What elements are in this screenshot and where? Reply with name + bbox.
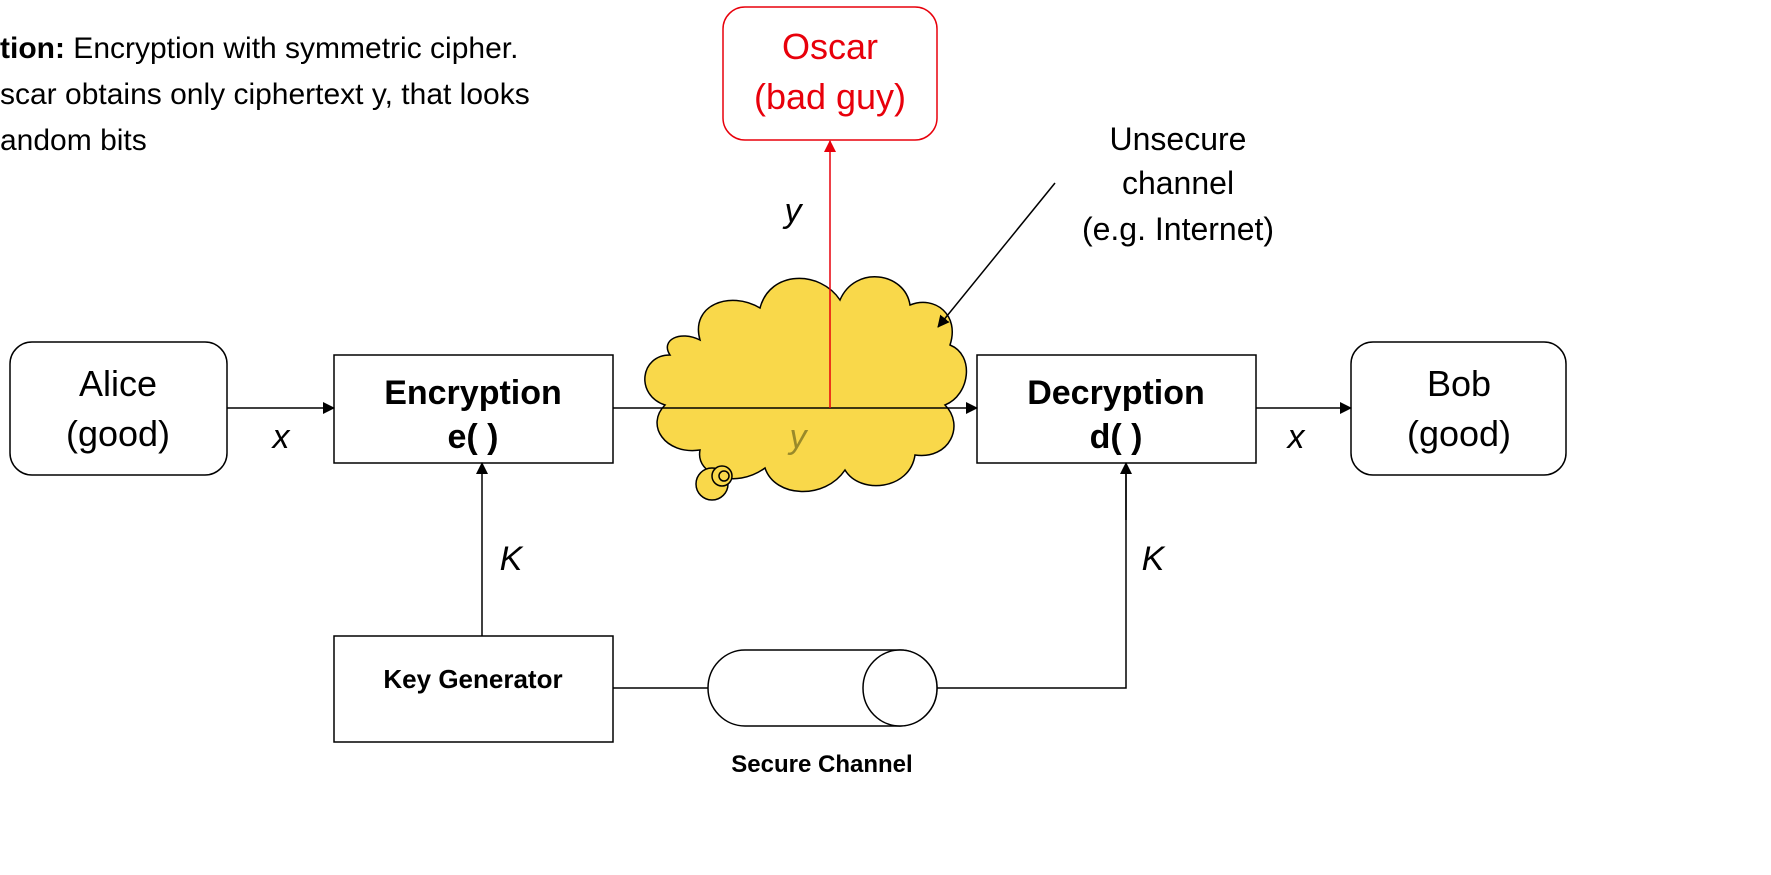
alice-label: Alice (79, 363, 157, 404)
k-label-left: K (500, 540, 524, 578)
secure-channel-cylinder (707, 649, 938, 727)
encryption-label: Encryption (384, 374, 562, 412)
bob-box (1350, 341, 1567, 476)
key-generator-box (333, 635, 614, 743)
x-label-right: x (1286, 418, 1306, 456)
cloud-shape (644, 276, 967, 501)
alice-role: (good) (66, 413, 170, 454)
decryption-box (976, 354, 1257, 464)
encryption-function: e( ) (448, 418, 499, 456)
y-label-oscar: y (783, 192, 804, 230)
alice-box (9, 341, 228, 476)
k-label-right: K (1142, 540, 1166, 578)
bob-role: (good) (1407, 413, 1511, 454)
bob-label: Bob (1427, 363, 1491, 404)
description-line-1: tion: Encryption with symmetric cipher. (0, 32, 519, 65)
arrow-unsecure-pointer (937, 182, 1056, 328)
unsecure-channel-line-2: channel (1122, 165, 1234, 201)
oscar-role: (bad guy) (754, 76, 906, 117)
x-label-left: x (271, 418, 291, 456)
decryption-label: Decryption (1027, 374, 1205, 412)
key-generator-label: Key Generator (383, 664, 562, 694)
unsecure-channel-line-3: (e.g. Internet) (1082, 211, 1274, 247)
unsecure-channel-line-1: Unsecure (1110, 121, 1247, 157)
secure-channel-label: Secure Channel (731, 751, 912, 778)
description-text: tion: Encryption with symmetric cipher. … (0, 26, 530, 164)
description-label: tion: (0, 32, 65, 65)
y-label-cloud: y (788, 418, 809, 456)
oscar-label: Oscar (782, 26, 878, 67)
description-line-2: scar obtains only ciphertext y, that loo… (0, 78, 530, 111)
description-line-3: andom bits (0, 124, 147, 157)
encryption-box (333, 354, 614, 464)
decryption-function: d( ) (1090, 418, 1143, 456)
